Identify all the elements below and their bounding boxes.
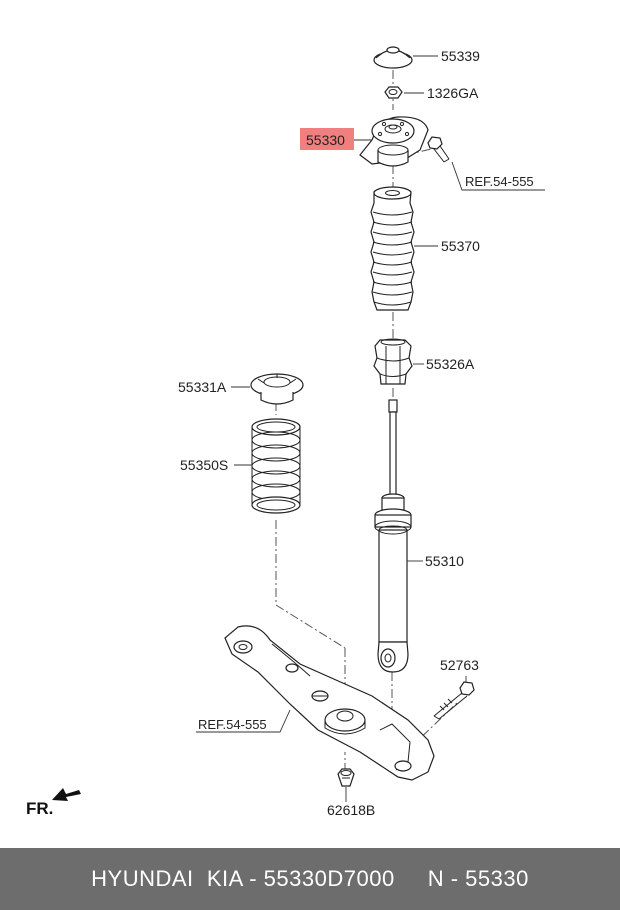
lower-control-arm-part [224, 625, 435, 781]
footer-part-number-text: HYUNDAI KIA - 55330D7000 N - 55330 [91, 866, 529, 891]
exploded-parts-diagram: 55339 1326GA 55330 REF.54-555 [26, 46, 545, 818]
spring-pad-part [250, 373, 304, 405]
strut-top-mount-part [359, 116, 429, 167]
flange-nut-part [384, 86, 403, 99]
label-55330: 55330 [306, 132, 345, 148]
shock-absorber-part [374, 399, 412, 673]
bump-stopper-part [373, 338, 413, 385]
label-55331a: 55331A [178, 379, 227, 395]
lock-nut-part [337, 768, 355, 787]
coil-spring-part [251, 418, 301, 514]
front-direction-arrow-icon [52, 788, 81, 801]
label-52763: 52763 [440, 657, 479, 673]
label-55350s: 55350S [180, 457, 228, 473]
arm-bolt-part [433, 681, 475, 720]
highlight-box-55330 [300, 128, 354, 150]
axis-line-spring-angle [275, 604, 346, 649]
label-ref-top: REF.54-555 [465, 174, 534, 189]
part-number-footer: HYUNDAI KIA - 55330D7000 N - 55330 [0, 848, 620, 910]
dust-cap-part [373, 46, 413, 69]
leader-ref-top [451, 161, 545, 191]
front-direction-label: FR. [26, 799, 53, 818]
label-55310: 55310 [425, 553, 464, 569]
label-55370: 55370 [441, 238, 480, 254]
mount-bolt-part [427, 136, 450, 163]
label-55339: 55339 [441, 48, 480, 64]
dust-boot-part [370, 186, 415, 311]
label-62618b: 62618B [327, 802, 375, 818]
label-ref-bottom: REF.54-555 [198, 717, 267, 732]
label-55326a: 55326A [426, 356, 475, 372]
label-1326ga: 1326GA [427, 85, 479, 101]
leader-ref-bottom [196, 709, 291, 733]
